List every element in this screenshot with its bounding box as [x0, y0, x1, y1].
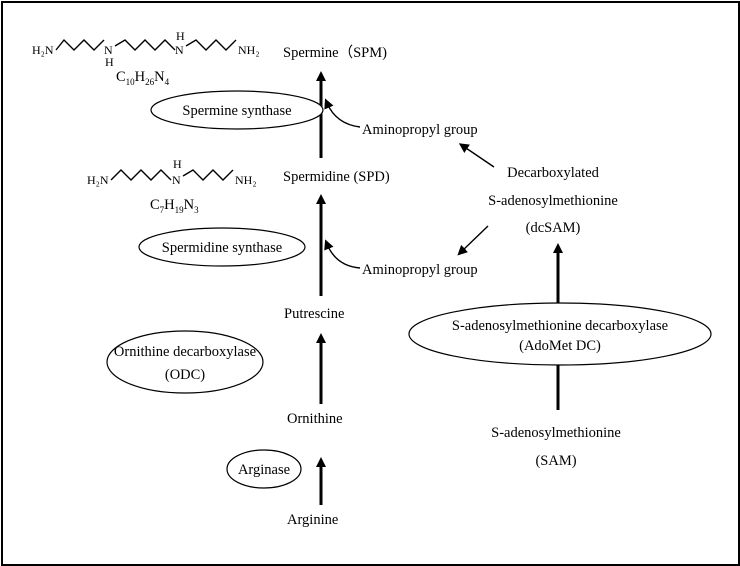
spermidine-n1-label: N [172, 173, 181, 187]
arrow-aminopropyl-to-spermine [324, 98, 361, 128]
putrescine-label: Putrescine [284, 306, 344, 322]
arrow-dcsam-to-aminopropyl-bottom [457, 225, 489, 256]
spermine-label: Spermine（SPM) [283, 44, 387, 61]
spermidine-synthase-ellipse [138, 227, 306, 267]
arrow-aminopropyl-to-spermidine [324, 239, 361, 269]
spermidine-label: Spermidine (SPD) [283, 169, 390, 185]
dcsam-label-line3: (dcSAM) [526, 220, 581, 236]
spermine-h2-label: H [176, 29, 185, 43]
aminopropyl-group-label-top: Aminopropyl group [362, 122, 478, 138]
spermidine-h2n-label: H₂N [87, 173, 109, 187]
dcsam-label-line2: S-adenosylmethionine [488, 193, 618, 209]
arginase-ellipse [226, 449, 302, 489]
dcsam-label-line1: Decarboxylated [507, 165, 600, 181]
spermine-chain-3 [185, 39, 237, 51]
adomet-dc-label-line1: S-adenosylmethionine decarboxylase [452, 318, 668, 334]
spermidine-chain-1 [110, 169, 172, 181]
odc-label-line1: Ornithine decarboxylase [114, 344, 256, 360]
sam-label-line2: (SAM) [535, 453, 576, 469]
sam-label-line1: S-adenosylmethionine [491, 425, 621, 441]
spermine-h1-label: H [105, 55, 114, 69]
spermine-formula: C10H26N4 [116, 69, 170, 87]
arginine-label: Arginine [287, 512, 338, 528]
spermidine-chain-2 [182, 169, 234, 181]
arrow-dcsam-to-aminopropyl-top [458, 143, 495, 168]
spermine-chain-1 [55, 38, 105, 51]
spermine-n1-label: N [104, 43, 113, 57]
spermidine-formula: C7H19N3 [150, 197, 199, 215]
adomet-dc-label-line2: (AdoMet DC) [519, 338, 601, 354]
spermidine-structure: H₂N N H NH₂ C7H19N3 [87, 157, 257, 215]
spermine-n2-label: N [175, 43, 184, 57]
aminopropyl-group-label-bottom: Aminopropyl group [362, 262, 478, 278]
spermidine-nh2-label: NH₂ [235, 173, 257, 187]
arginase-label: Arginase [238, 462, 290, 478]
ornithine-label: Ornithine [287, 411, 343, 427]
adomet-dc-ellipse [408, 302, 712, 366]
spermine-synthase-ellipse [150, 90, 324, 130]
spermidine-synthase-label: Spermidine synthase [162, 240, 282, 256]
spermine-chain-2 [114, 39, 176, 51]
spermine-nh2-label: NH₂ [238, 43, 260, 57]
odc-label-line2: (ODC) [165, 367, 205, 383]
spermine-structure: H₂N N H N H NH₂ C10H26N4 [32, 29, 260, 87]
spermine-synthase-label: Spermine synthase [182, 103, 291, 119]
spermine-h2n-label: H₂N [32, 43, 54, 57]
spermidine-h1-label: H [173, 157, 182, 171]
odc-ellipse [106, 330, 264, 394]
